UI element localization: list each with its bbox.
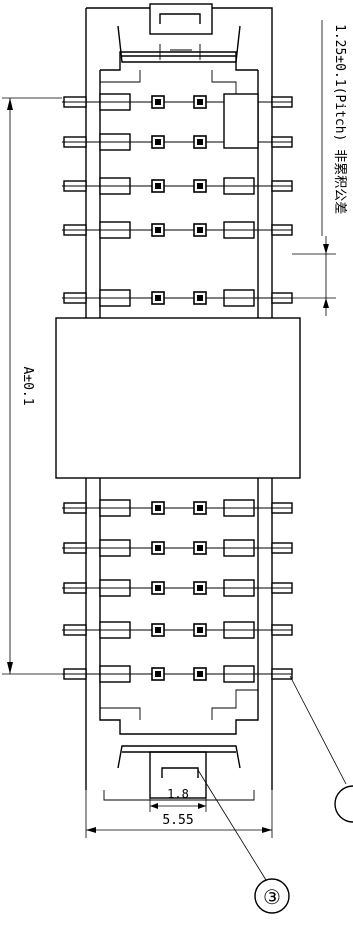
callout-label: ③ (263, 885, 281, 909)
housing-window (223, 93, 259, 149)
pin-square-core (197, 585, 203, 591)
callout-circle-cut (334, 785, 353, 823)
pin-square-core (197, 627, 203, 633)
width-inner-label: 1.8 (167, 787, 189, 801)
length-dimension: A±0.1 (2, 97, 62, 675)
connector-housing (55, 3, 301, 801)
pin-square-core (197, 671, 203, 677)
callouts: ③ (197, 675, 353, 914)
length-dim-label: A±0.1 (20, 366, 35, 405)
pin-square-core (155, 227, 161, 233)
pin-square-core (197, 545, 203, 551)
callout-circle (254, 878, 290, 914)
pin-square-core (155, 585, 161, 591)
pin-square-core (155, 99, 161, 105)
pin-square-core (155, 505, 161, 511)
pin-square-core (155, 139, 161, 145)
width-dimensions: 5.55 1.8 (85, 787, 273, 838)
pitch-dim-label: 1.25±0.1(Pitch) 非累积公差 (332, 24, 347, 214)
pitch-dimension: 1.25±0.1(Pitch) 非累积公差 (292, 20, 347, 316)
pin-square-core (197, 227, 203, 233)
pin-square-core (155, 295, 161, 301)
width-outer-label: 5.55 (162, 813, 193, 828)
pin-square-core (155, 627, 161, 633)
pin-square-core (197, 505, 203, 511)
pin-square-core (197, 295, 203, 301)
pin-square-core (197, 139, 203, 145)
pin-square-core (155, 183, 161, 189)
contact-pins (62, 93, 293, 683)
pin-square-core (197, 183, 203, 189)
pin-square-core (197, 99, 203, 105)
pin-square-core (155, 545, 161, 551)
pin-square-core (155, 671, 161, 677)
